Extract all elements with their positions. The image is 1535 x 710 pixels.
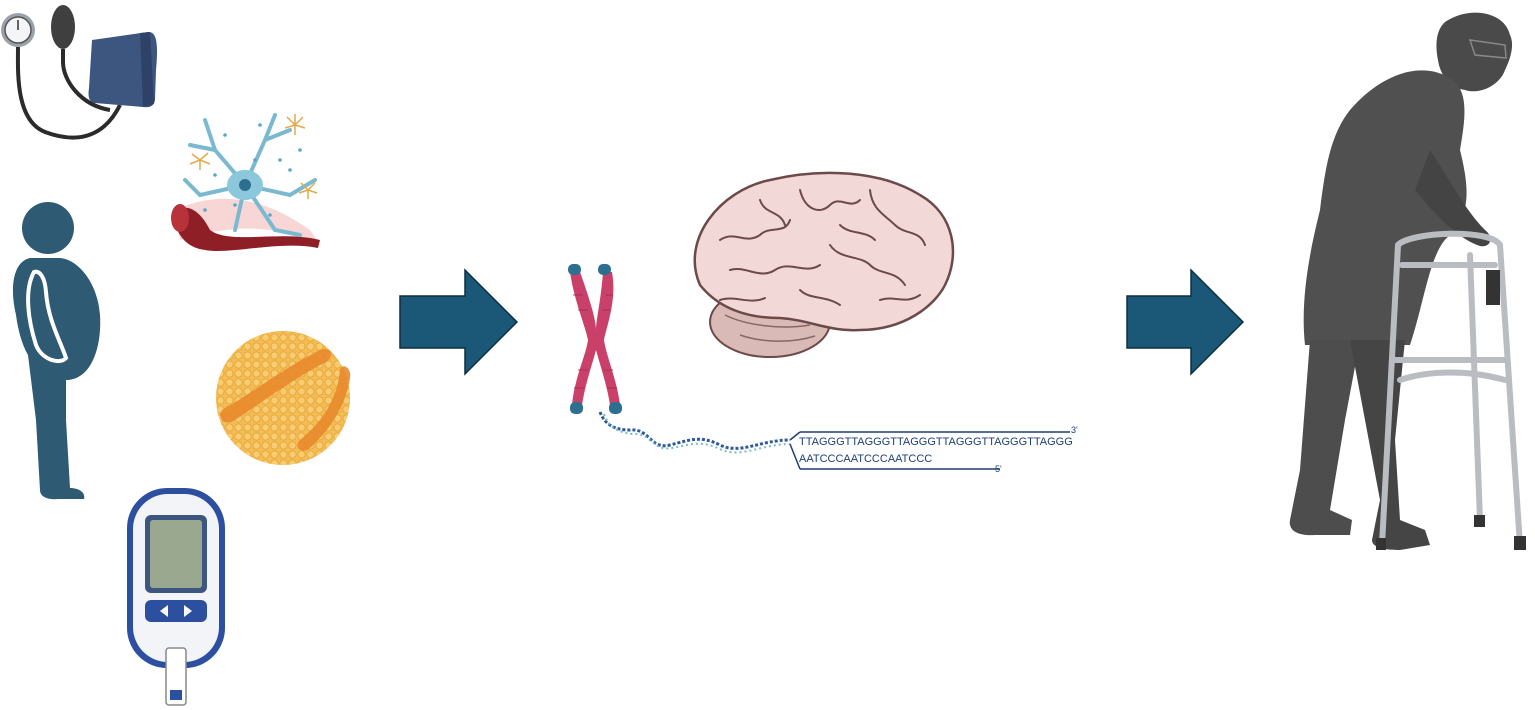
blood-pressure-monitor-icon [1, 5, 158, 140]
obese-person-icon [12, 202, 101, 500]
flow-arrow-1 [399, 268, 519, 376]
brain-icon [693, 171, 955, 358]
telomere-bottom-strand: AATCCCAATCCCAATCCC [799, 453, 932, 465]
glucometer-icon [127, 488, 225, 706]
neuron-blood-vessel-icon [171, 113, 320, 252]
telomere-3-prime-label: 3' [1071, 425, 1078, 435]
telomere-top-strand: TTAGGGTTAGGGTTAGGGTTAGGGTTAGGGTTAGGG [799, 436, 1073, 448]
adipocyte-icon [216, 331, 351, 465]
telomere-dna-strand [598, 411, 1070, 470]
flow-arrow-2 [1126, 268, 1245, 376]
chromosome-icon [568, 264, 622, 414]
elderly-person-walker-icon [1289, 12, 1526, 550]
telomere-5-prime-label: 5' [995, 464, 1002, 474]
